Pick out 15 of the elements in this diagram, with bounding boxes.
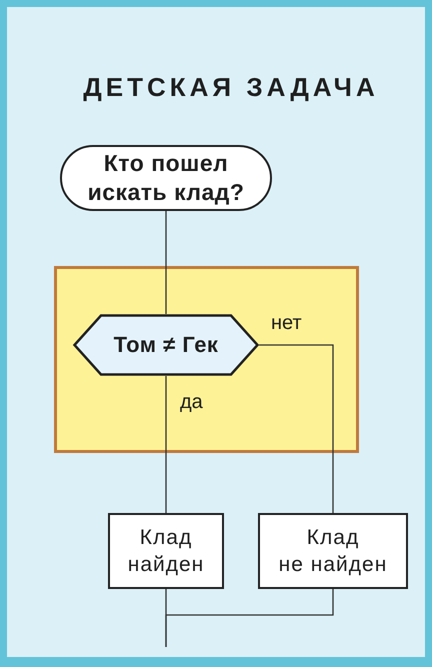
connector-line xyxy=(165,589,334,647)
box-text: Клад найден xyxy=(126,525,206,578)
edge-label: нет xyxy=(271,312,302,334)
edge-label: да xyxy=(180,391,203,413)
process-box xyxy=(108,513,224,589)
connector-line xyxy=(165,376,167,513)
terminal-text: Кто пошел искать клад? xyxy=(86,149,246,207)
process-box xyxy=(258,513,408,589)
diagram-title: ДЕТСКАЯ ЗАДАЧА xyxy=(83,72,379,102)
decision-hexagon xyxy=(73,314,259,376)
connector-line xyxy=(259,344,334,513)
decision-text: Том ≠ Гек xyxy=(114,332,218,358)
highlight-panel xyxy=(54,266,359,453)
box-text: Клад не найден xyxy=(278,525,388,578)
connector-line xyxy=(165,211,167,314)
